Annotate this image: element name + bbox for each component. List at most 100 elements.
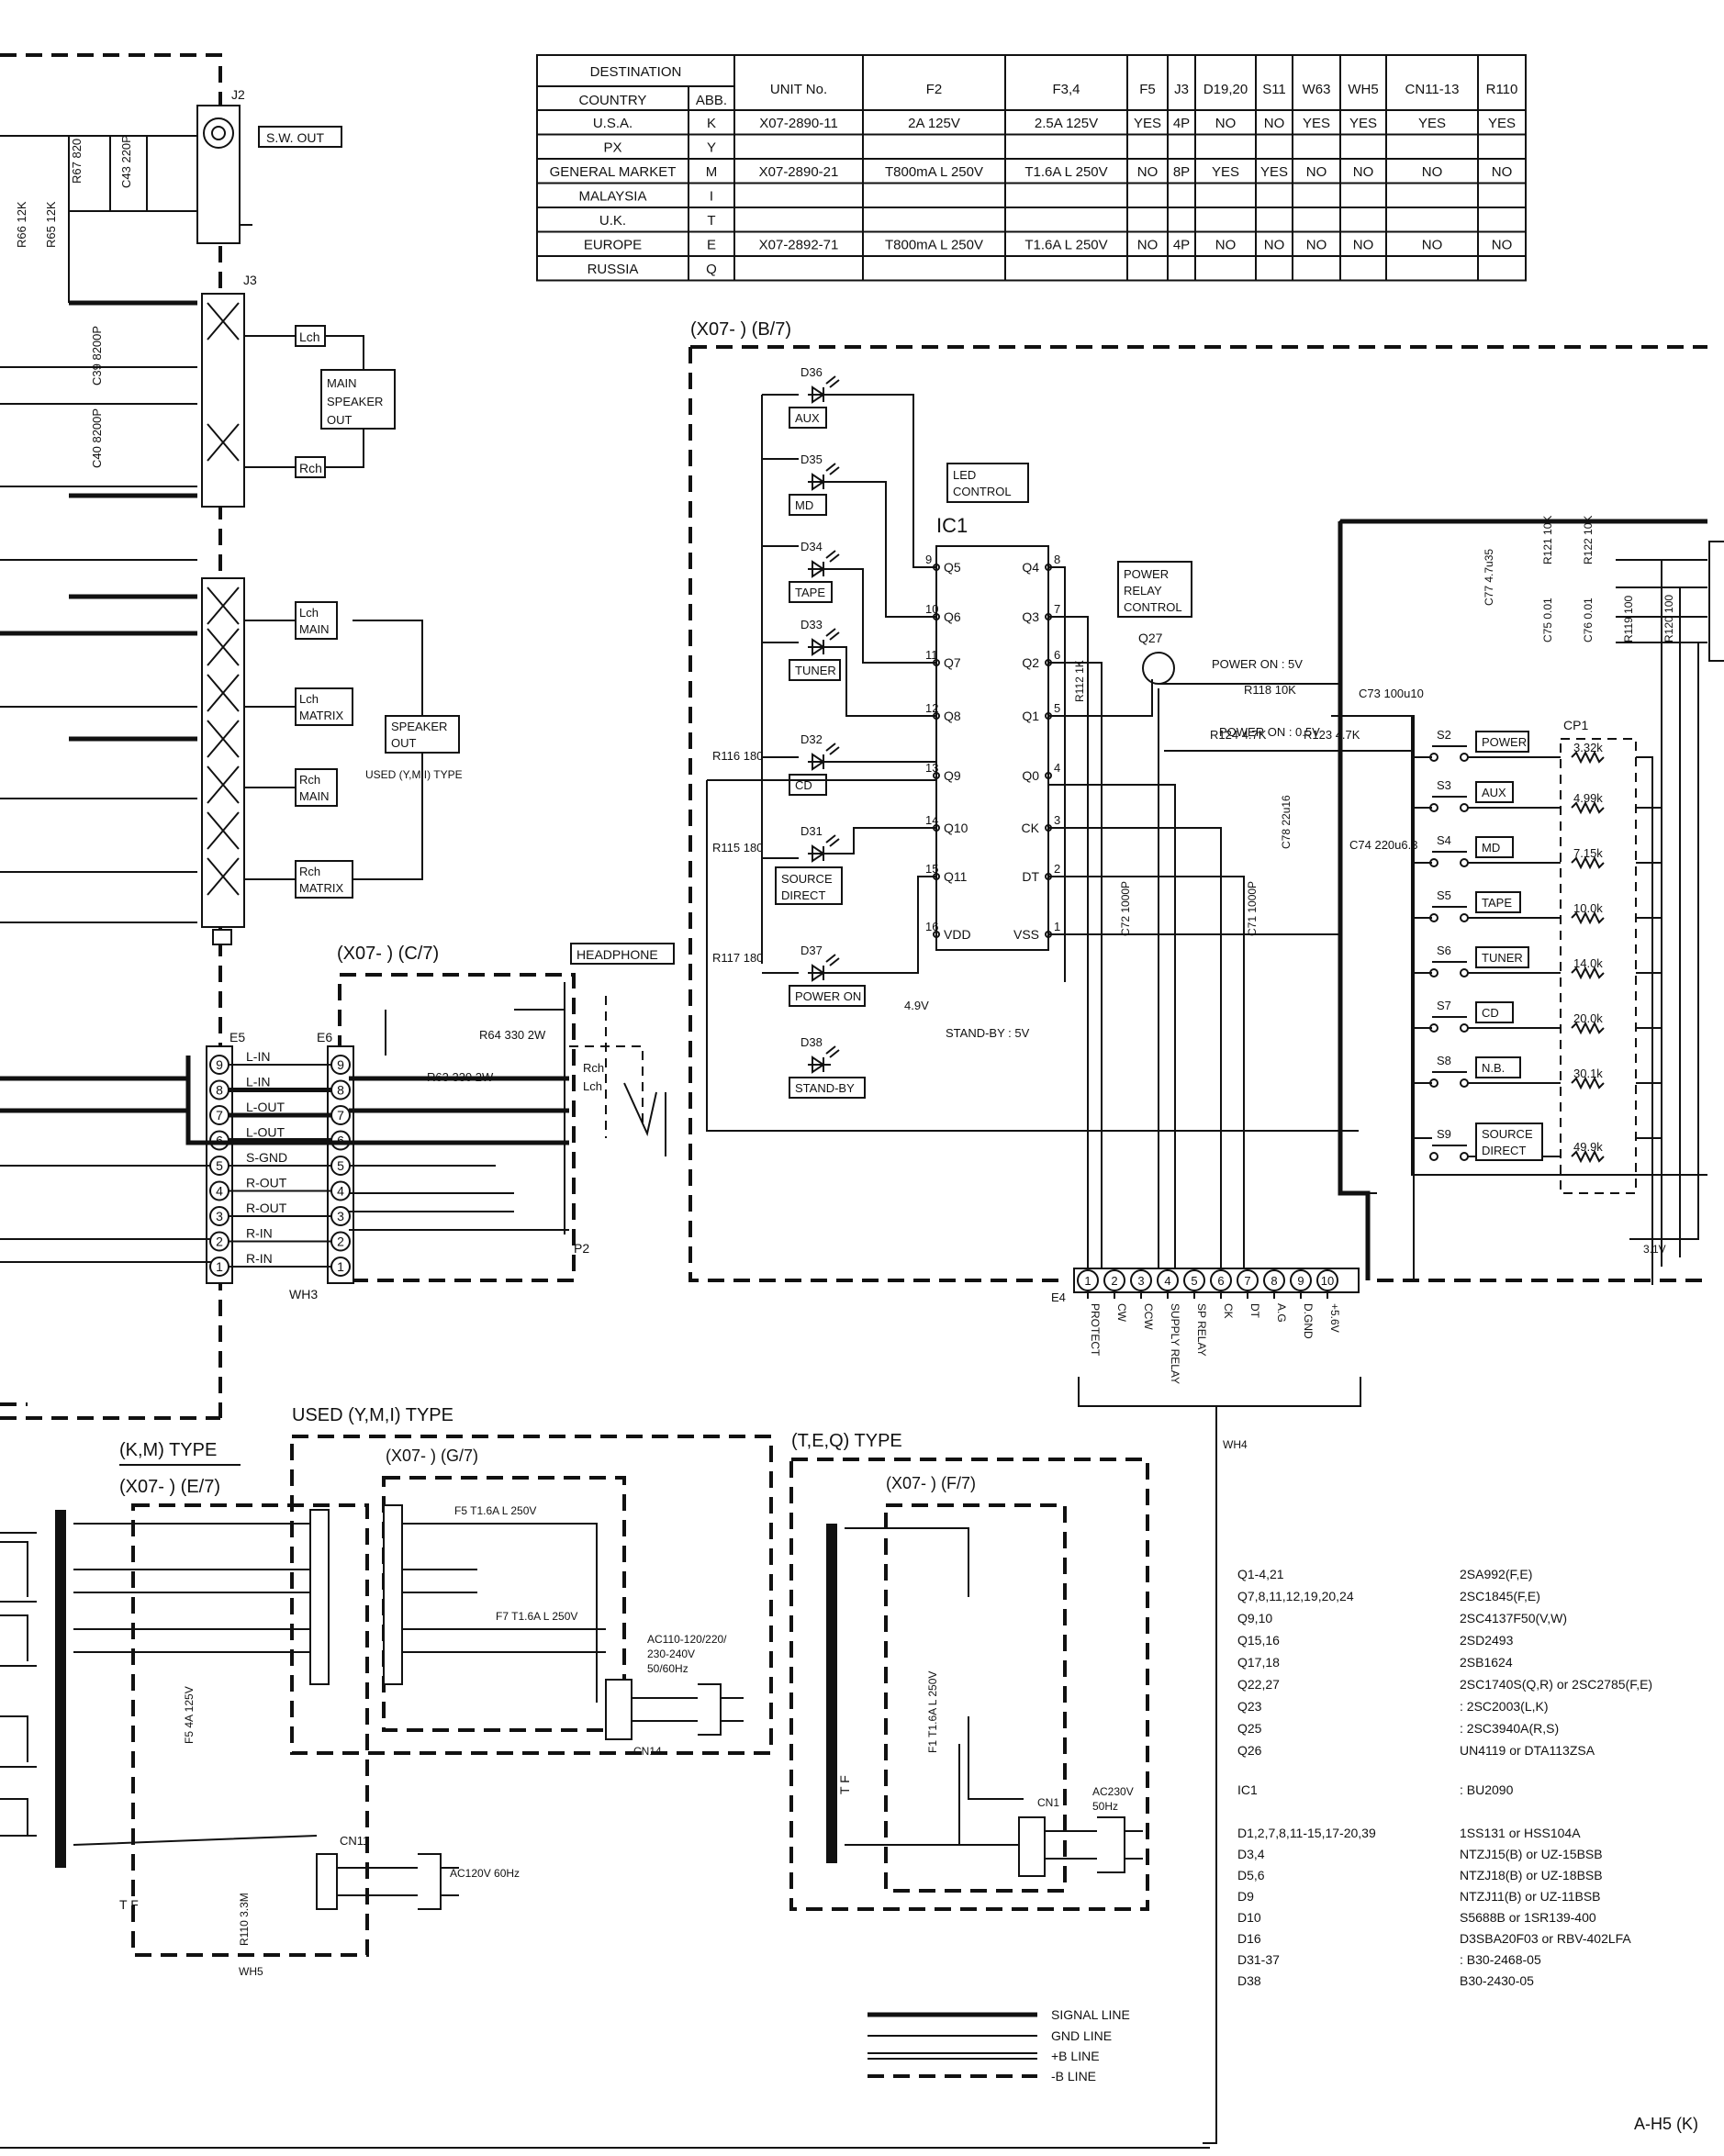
r120-label: R120 100 (1662, 595, 1675, 642)
ic1-pin-left: Q8 (944, 709, 961, 723)
e4-pin-number: 4 (1164, 1274, 1170, 1288)
semi-part: S5688B or 1SR139-400 (1460, 1910, 1596, 1925)
r122-label: R122 10K (1582, 516, 1595, 564)
r110-label: R110 3.3M (238, 1893, 251, 1946)
table-cell: YES (1303, 116, 1330, 131)
e4-pin-name: PROTECT (1089, 1303, 1102, 1357)
ic1-label: IC1 (936, 514, 968, 537)
lch-matrix-line2: MATRIX (299, 709, 343, 722)
led-control-line1: LED (953, 468, 976, 482)
table-cell: NO (1422, 238, 1443, 253)
r117-label: R117 180 (712, 951, 763, 965)
led-ref: D35 (800, 452, 823, 466)
e4-pin-number: 6 (1217, 1274, 1224, 1288)
c76-label: C76 0.01 (1582, 598, 1595, 642)
table-header: W63 (1303, 82, 1331, 97)
lch-matrix-line1: Lch (299, 692, 319, 706)
r64-label: R64 330 2W (479, 1028, 546, 1042)
ic1-pin-number: 6 (1054, 648, 1060, 662)
e4-label: E4 (1051, 1290, 1066, 1304)
cp1-resistor-value: 3.32k (1573, 741, 1603, 754)
speaker-out-box (385, 715, 460, 754)
semi-ref: Q15,16 (1237, 1633, 1280, 1648)
c43-label: C43 220P (119, 135, 133, 188)
wh3-pin-number: 1 (216, 1259, 223, 1274)
q27-label: Q27 (1138, 631, 1163, 645)
switch-name: AUX (1482, 786, 1506, 799)
ic1-pin-right: Q4 (1022, 560, 1039, 575)
e4-pin-name: SP RELAY (1195, 1303, 1208, 1357)
table-cell: PX (603, 140, 621, 156)
v-power-on-05v: POWER ON : 0.5V (1219, 725, 1320, 739)
e4-pin-number: 3 (1137, 1274, 1144, 1288)
main-speaker-out-line1: MAIN (327, 376, 357, 390)
j2-label: J2 (231, 87, 245, 102)
table-header: D19,20 (1203, 82, 1248, 97)
cp1-label: CP1 (1563, 718, 1588, 732)
board-border-left (0, 53, 222, 1418)
speaker-out-line2: OUT (391, 736, 417, 750)
table-cell: GENERAL MARKET (550, 164, 677, 180)
table-cell: 4P (1173, 238, 1190, 253)
table-cell: YES (1349, 116, 1377, 131)
wh3-pin-number: 4 (216, 1184, 223, 1199)
table-cell: U.K. (599, 213, 626, 229)
board-b7-label: (X07- ) (B/7) (690, 319, 791, 340)
table-cell: 4P (1173, 116, 1190, 131)
c74-label: C74 220u6.3 (1349, 838, 1417, 852)
table-cell: YES (1488, 116, 1516, 131)
semi-ref: D31-37 (1237, 1952, 1280, 1967)
ac-ym-line2: 230-240V (647, 1648, 695, 1660)
switch-ref: S9 (1437, 1127, 1451, 1141)
r63-label: R63 330 2W (427, 1070, 494, 1084)
e4-pin-number: 7 (1244, 1274, 1250, 1288)
control-board-b7: (X07- ) (B/7) LED CONTROL IC1 Q59Q48Q610… (688, 319, 1724, 1285)
wh-connector-km (309, 1509, 330, 1685)
cn-ac-km (316, 1853, 338, 1910)
ac-teq-line1: AC230V (1092, 1785, 1134, 1798)
semi-part: 1SS131 or HSS104A (1460, 1826, 1581, 1840)
switch-ref: S5 (1437, 888, 1451, 902)
semi-part: 2SC4137F50(V,W) (1460, 1611, 1567, 1625)
table-header: CN11-13 (1405, 82, 1460, 97)
prc-line3: CONTROL (1124, 600, 1182, 614)
cn11-label: CN11 (340, 1834, 369, 1848)
led-control-box (946, 463, 1029, 503)
sw-out-box (258, 126, 342, 148)
table-cell: NO (1306, 238, 1327, 253)
r115-label: R115 180 (712, 841, 763, 855)
led-name: STAND-BY (795, 1081, 855, 1095)
led-name: TUNER (795, 664, 836, 677)
table-cell: YES (1212, 164, 1239, 180)
switch-ref: S4 (1437, 833, 1451, 847)
semi-part: 2SA992(F,E) (1460, 1567, 1532, 1581)
r66-label: R66 12K (15, 201, 28, 248)
e4-pin-name: CK (1222, 1303, 1235, 1319)
ic1-pin-number: 16 (925, 920, 938, 933)
e4-pin-name: SUPPLY RELAY (1169, 1303, 1181, 1384)
e6-label: E6 (317, 1030, 332, 1044)
r116-label: R116 180 (712, 749, 763, 763)
led-name: DIRECT (781, 888, 825, 902)
table-cell: YES (1260, 164, 1288, 180)
wh3-pin-name: R-IN (246, 1251, 273, 1266)
hp-lch: Lch (583, 1079, 602, 1093)
table-cell: Q (706, 262, 717, 277)
semi-ref: Q17,18 (1237, 1655, 1280, 1670)
led-name: CD (795, 778, 812, 792)
semi-ref: Q7,8,11,12,19,20,24 (1237, 1589, 1354, 1603)
ic1-pin-number: 12 (925, 701, 938, 715)
c78-label: C78 22u16 (1280, 795, 1293, 849)
lch-main-line1: Lch (299, 606, 319, 620)
table-cell: NO (1264, 238, 1285, 253)
transformer-core-teq (826, 1524, 837, 1863)
e4-pin-number: 2 (1111, 1274, 1117, 1288)
switch-ref: S3 (1437, 778, 1451, 792)
wh3-pin-number: 5 (216, 1158, 223, 1173)
ic1-pin-number: 7 (1054, 602, 1060, 616)
